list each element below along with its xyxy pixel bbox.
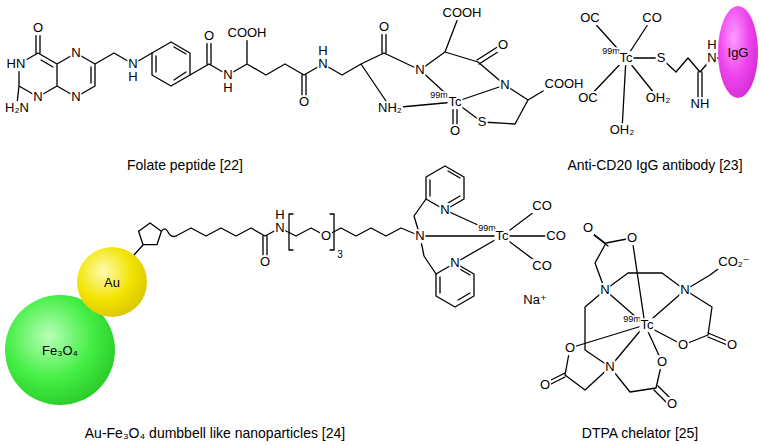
atom-label: O	[666, 397, 678, 411]
atom-label: O	[582, 221, 594, 235]
atom-label: S	[477, 115, 488, 129]
atom-label: Tc	[619, 51, 634, 65]
bond-lines	[585, 266, 722, 367]
atom-label: Na⁺	[522, 293, 547, 307]
bond-lines	[588, 18, 720, 130]
atom-label: H₂N	[4, 101, 30, 115]
figure-caption: Au-Fe₃O₄ dumbbell like nanoparticles [24…	[84, 426, 346, 441]
atom-label: N	[604, 360, 615, 374]
bond-lines	[414, 199, 556, 274]
atom-label: CO	[545, 229, 567, 243]
bond-lines	[587, 229, 645, 325]
atom-label: N	[414, 63, 425, 77]
atom-label: CO	[531, 199, 553, 213]
atom-label: N	[599, 283, 610, 297]
dumbbell-bonds	[134, 166, 556, 307]
atom-label: Tc	[495, 229, 510, 243]
folate-bonds	[17, 18, 548, 131]
atom-label: N	[706, 51, 717, 65]
atom-label: O	[564, 341, 576, 355]
node-text: IgG	[728, 45, 749, 60]
atom-label: COOH	[442, 6, 483, 20]
atom-label: N	[439, 203, 450, 217]
atom-label: Tc	[448, 95, 463, 109]
atom-label: O	[726, 338, 738, 352]
node-text: Fe₃O₄	[42, 343, 78, 358]
atom-label: COOH	[544, 77, 585, 91]
atom-label: O	[298, 95, 310, 109]
atom-label: O	[626, 231, 638, 245]
isotope-label: 99m	[429, 91, 449, 100]
bond-lines	[176, 228, 420, 258]
atom-label: O	[320, 229, 332, 243]
repeat-brackets	[289, 214, 334, 250]
atom-label: O	[378, 20, 390, 34]
atom-label: HN	[6, 57, 27, 71]
atom-label: N	[414, 229, 425, 243]
bond-lines	[152, 42, 190, 86]
atom-label: H	[706, 38, 717, 52]
atom-label: N	[70, 46, 81, 60]
atom-label: N	[32, 90, 43, 104]
atom-label: NH	[690, 97, 711, 111]
bond-lines	[390, 18, 548, 131]
atom-label: CO	[641, 11, 663, 25]
dtpa-bonds	[545, 229, 732, 406]
node-text: Au	[104, 275, 120, 290]
atom-label: OC	[577, 91, 599, 105]
atom-label: OH₂	[645, 91, 672, 105]
bond-lines	[605, 290, 685, 367]
atom-label: OH₂	[609, 123, 636, 137]
atom-label: H	[274, 208, 285, 222]
atom-label: O	[259, 255, 271, 269]
antibody-bonds	[588, 18, 720, 130]
atom-label: O	[677, 338, 689, 352]
atom-label: H	[127, 70, 138, 84]
atom-label: N	[70, 90, 81, 104]
atom-label: S	[656, 51, 667, 65]
atom-label: H	[222, 81, 233, 95]
atom-label: N	[317, 57, 328, 71]
atom-label: N	[449, 256, 460, 270]
bond-lines	[545, 325, 645, 390]
antibody-ellipse: IgG	[718, 6, 758, 98]
figure-caption: Folate peptide [22]	[126, 158, 244, 173]
atom-label: OC	[579, 11, 601, 25]
repeat-count: 3	[336, 250, 344, 261]
atom-label: O	[497, 38, 509, 52]
atom-label: N	[222, 68, 233, 82]
atom-label: CO	[531, 259, 553, 273]
atom-label: NH₂	[377, 101, 403, 115]
atom-label: N	[499, 78, 510, 92]
atom-label: N	[679, 283, 690, 297]
atom-label: Tc	[640, 318, 655, 332]
atom-label: O	[203, 29, 215, 43]
atom-label: H	[317, 44, 328, 58]
atom-label: CO₂⁻	[717, 255, 750, 269]
bond-lines	[134, 223, 176, 255]
atom-label: N	[274, 221, 285, 235]
gold-nanoparticle: Au	[77, 247, 147, 317]
bond-lines	[610, 325, 674, 406]
atom-label: O	[32, 21, 44, 35]
atom-label: O	[656, 355, 668, 369]
figure-caption: Anti-CD20 IgG antibody [23]	[566, 158, 743, 173]
atom-label: O	[449, 124, 461, 138]
atom-label: O	[539, 378, 551, 392]
atom-label: COOH	[227, 26, 268, 40]
bond-lines	[190, 31, 420, 104]
atom-label: N	[127, 57, 138, 71]
bond-lines	[17, 34, 152, 104]
figure-caption: DTPA chelator [25]	[581, 426, 699, 441]
